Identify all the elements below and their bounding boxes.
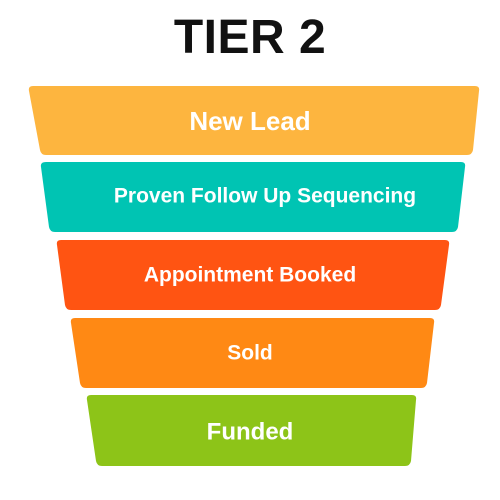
funnel-stage-2-shape [40,162,466,232]
funnel-stage-3-shape [56,240,450,310]
funnel-stage-5-label: Funded [207,418,294,445]
funnel-stage-4-shape [70,318,435,388]
funnel-stage-1-shape [28,86,480,155]
funnel-stage-4: Sold [70,318,435,388]
page-title: TIER 2 [173,11,327,64]
funnel-stage-1-label: New Lead [189,106,310,136]
funnel-stage-2-label: Proven Follow Up Sequencing [114,185,416,208]
funnel-stage-3: Appointment Booked [56,240,450,310]
funnel-stage-4-label: Sold [227,342,273,365]
funnel-stage-5: Funded [86,395,417,466]
funnel-stage-3-label: Appointment Booked [144,264,356,287]
funnel-stage-1: New Lead [28,86,480,155]
funnel-stage-5-shape [86,395,417,466]
funnel-stage-2: Proven Follow Up Sequencing [40,162,466,232]
